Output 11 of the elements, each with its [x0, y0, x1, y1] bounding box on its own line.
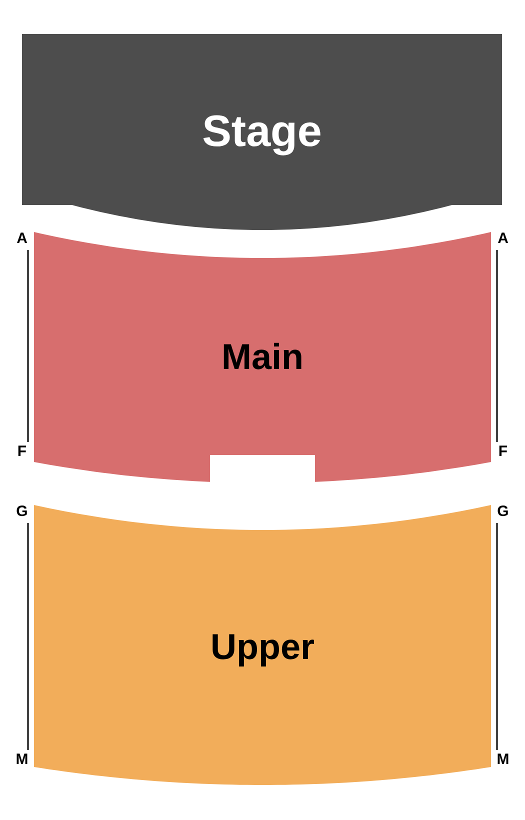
row-label: G — [15, 504, 29, 520]
row-label: M — [496, 752, 510, 768]
row-label: G — [496, 504, 510, 520]
row-label: A — [16, 231, 28, 247]
section-name: Main — [220, 335, 304, 379]
section-name: Upper — [209, 625, 316, 669]
row-label: M — [15, 752, 29, 768]
row-label: A — [496, 231, 510, 247]
section-name: Stage — [201, 106, 323, 158]
row-label: F — [497, 444, 509, 460]
row-label: F — [16, 444, 28, 460]
